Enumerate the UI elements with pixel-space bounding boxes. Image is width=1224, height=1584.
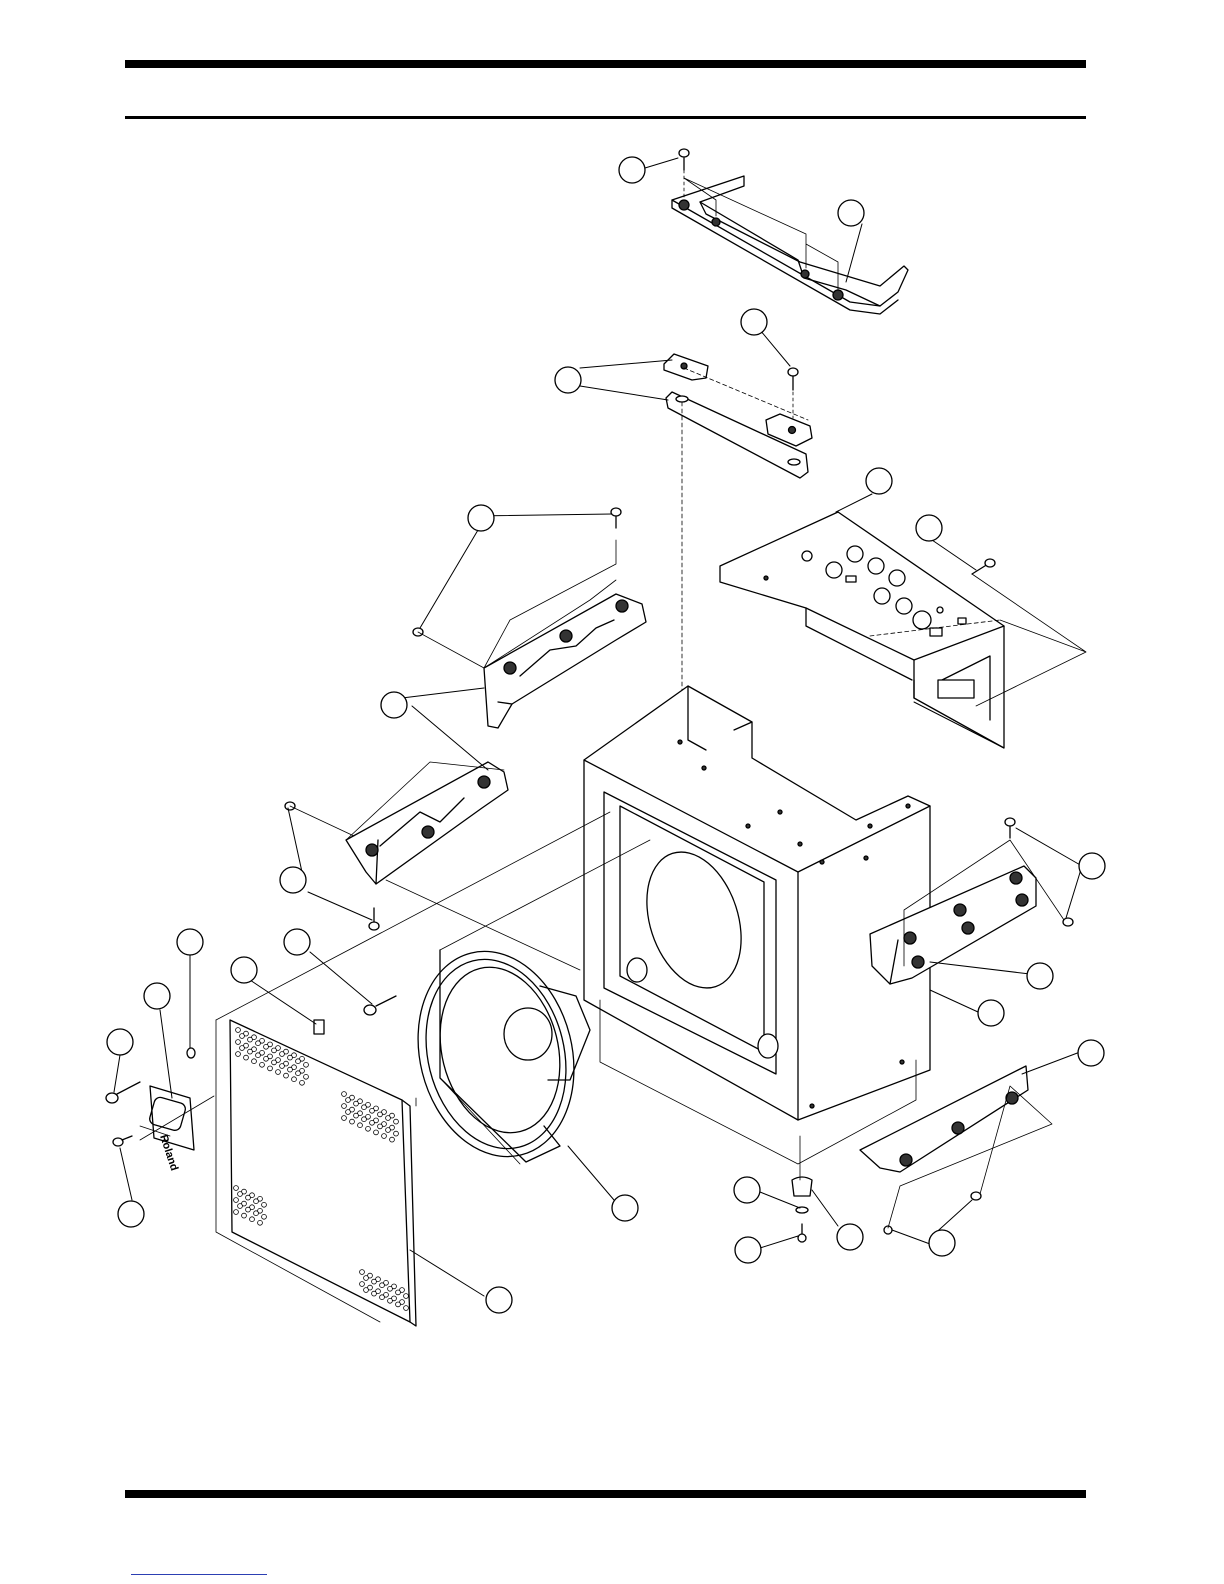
grille [230, 1020, 416, 1326]
callout-grille-screw [118, 1201, 144, 1227]
callout-corner-upper-left [381, 692, 407, 718]
callout-handle [838, 200, 864, 226]
callout-washer [177, 929, 203, 955]
callout-bracket-screw [741, 309, 767, 335]
callout-top-screw [619, 157, 645, 183]
grille-screw [106, 1082, 140, 1103]
top-screw [679, 149, 689, 198]
corner-lower-screws [884, 1192, 981, 1234]
emblem: Roland [148, 1086, 194, 1172]
corner-upper-left [484, 594, 646, 728]
callout-bracket-pair [555, 367, 581, 393]
callout-foot-screw [735, 1237, 761, 1263]
amp-chassis [720, 512, 1004, 748]
foot [792, 1177, 812, 1196]
callout-corner-right-screws [1079, 853, 1105, 879]
speaker-screw [364, 996, 396, 1015]
washer [187, 1048, 195, 1058]
callout-corner-screws-upper-left [468, 505, 494, 531]
corner-lower-left [346, 762, 508, 884]
callout-foot [837, 1224, 863, 1250]
callout-corner-right-lower [1078, 1040, 1104, 1066]
bracket-screw [788, 368, 798, 418]
callout-emblem [144, 983, 170, 1009]
callout-corner-right-upper [1027, 963, 1053, 989]
callout-cabinet [978, 1000, 1004, 1026]
chassis-screw [972, 559, 995, 574]
callout-clip [284, 929, 310, 955]
emblem-screw [113, 1136, 132, 1146]
cabinet [584, 686, 930, 1120]
callout-emblem-screw [107, 1029, 133, 1055]
foot-screw [798, 1224, 806, 1242]
handle [672, 176, 908, 314]
speaker [397, 935, 595, 1174]
callout-corner-lower-left-screws [280, 867, 306, 893]
callout-foot-washer [734, 1177, 760, 1203]
foot-washer [796, 1207, 808, 1213]
callout-speaker-screw [231, 957, 257, 983]
callout-grille [486, 1287, 512, 1313]
callout-amp-chassis [866, 468, 892, 494]
clip [314, 1020, 324, 1034]
callout-chassis-screw [916, 515, 942, 541]
callout-speaker [612, 1195, 638, 1221]
callout-corner-lower-screws [929, 1230, 955, 1256]
